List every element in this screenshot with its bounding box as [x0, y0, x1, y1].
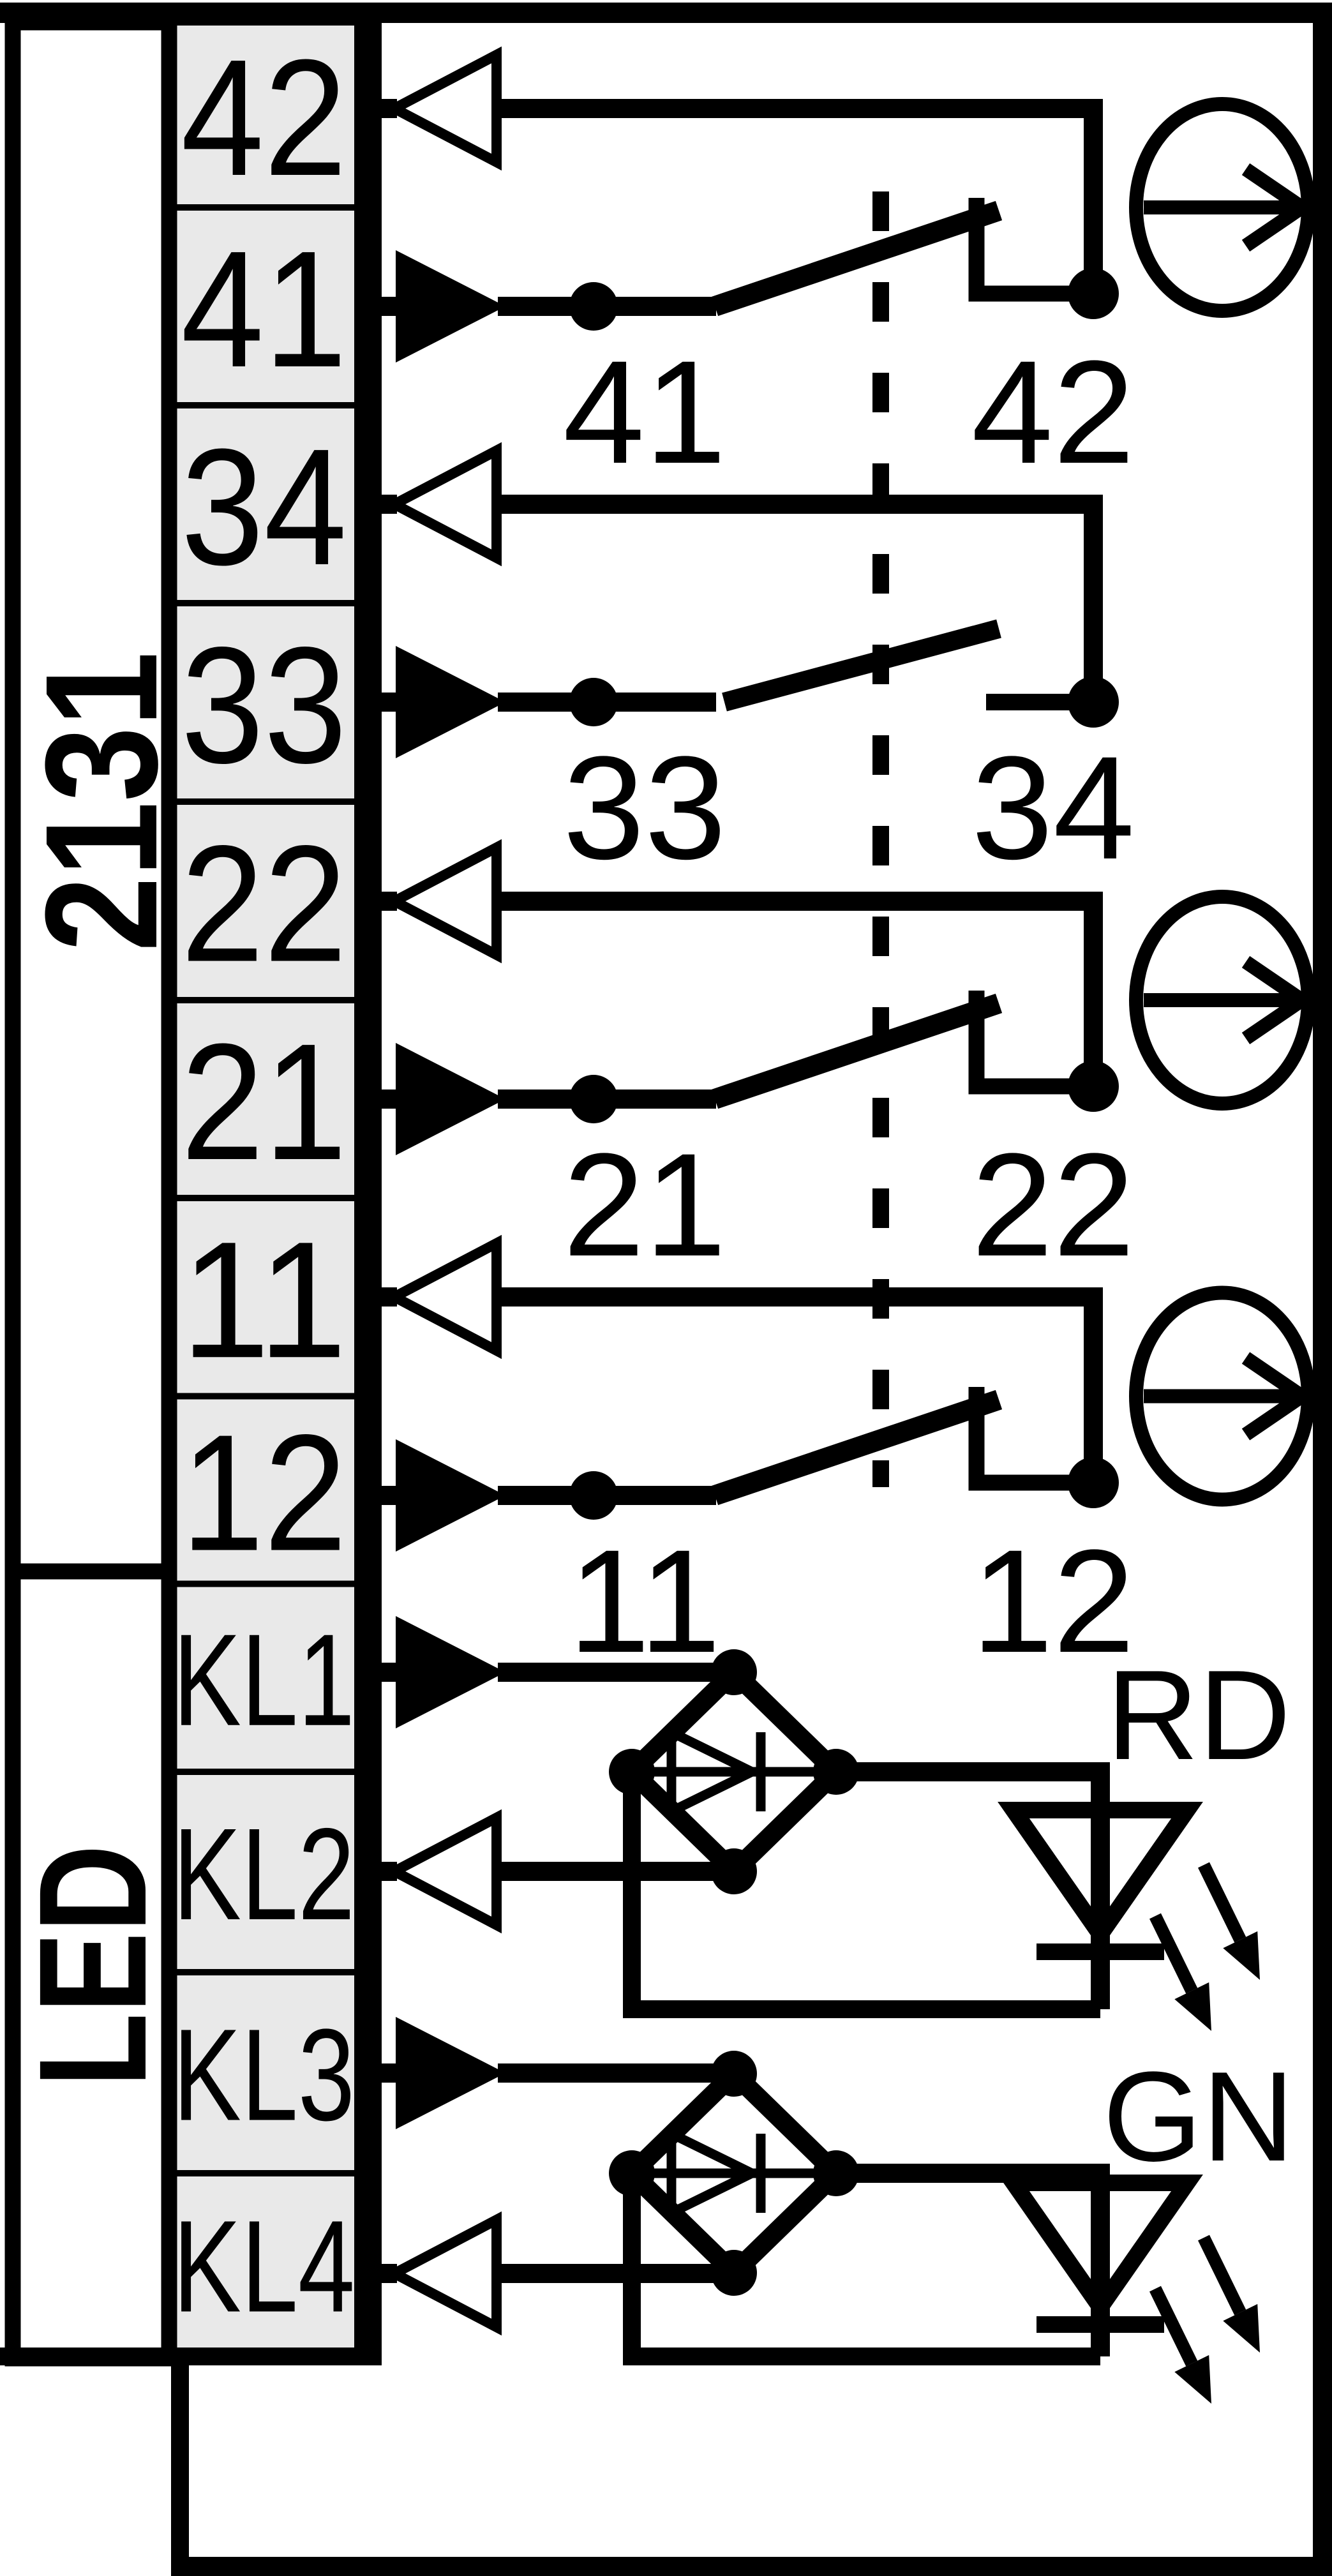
pair-label-11: 11: [569, 1519, 721, 1683]
led-label-RD: RD: [1107, 1644, 1291, 1786]
led-emission-arrow-icon-head: [1223, 2303, 1260, 2353]
led-emission-arrow-icon-shaft: [1149, 2286, 1198, 2367]
block-label-2131: 2131: [12, 652, 190, 952]
block-label-led: LED: [7, 1845, 178, 2087]
led-label-GN: GN: [1103, 2046, 1294, 2188]
contact-12-filled-arrow-icon: [396, 1439, 505, 1552]
terminal-label-KL4: KL4: [173, 2194, 355, 2340]
return-wire-GN: [623, 2173, 1100, 2365]
led-emission-arrow-icon-shaft: [1149, 1913, 1198, 1994]
led-emission-arrow-icon-head: [1174, 1982, 1211, 2031]
pivot-dot-21: [569, 1075, 618, 1123]
contact-42-hollow-arrow-icon: [383, 46, 502, 171]
wire-rail-22: [495, 892, 1103, 1086]
contact-34-hollow-arrow-icon: [383, 442, 502, 567]
terminal-label-34: 34: [181, 415, 347, 600]
forced-opening-hook-42: [968, 198, 1093, 302]
led-KL3-filled-arrow-icon: [396, 2017, 505, 2129]
wire-rail-11: [495, 1287, 1103, 1483]
direction-arrow-barb-bottom: [1241, 1390, 1306, 1441]
terminal-label-KL2: KL2: [173, 1801, 355, 1947]
pivot-dot-33: [569, 678, 618, 726]
led-emission-arrow-icon-head: [1223, 1931, 1260, 1980]
pair-label-12: 12: [971, 1519, 1135, 1683]
led-KL2-hollow-arrow-icon: [383, 1809, 502, 1934]
bridge-diode-triangle-icon: [666, 1724, 763, 1820]
terminal-cell-KL4: [167, 2170, 361, 2358]
led-symbol-RD: [998, 1802, 1203, 1949]
direction-arrow-barb-top: [1241, 955, 1306, 1007]
bridge-dot-top: [711, 1649, 757, 1695]
terminal-label-42: 42: [181, 26, 347, 211]
led-emission-arrow-icon-head: [1174, 2355, 1211, 2404]
wire-rail-34: [495, 495, 1103, 702]
pair-label-21: 21: [563, 1123, 726, 1287]
bridge-diode-triangle-icon: [666, 2125, 763, 2221]
column-bottom-border: [0, 2348, 382, 2365]
terminal-label-KL3: KL3: [173, 2002, 355, 2148]
pair-label-41: 41: [563, 330, 726, 494]
direction-arrow-barb-bottom: [1241, 201, 1306, 252]
contact-blade-12: [711, 1389, 1003, 1506]
direction-arrow-barb-top: [1241, 1352, 1306, 1402]
terminal-label-KL1: KL1: [173, 1607, 355, 1753]
direction-circle-icon: [1129, 97, 1315, 318]
wire-rail-42: [495, 99, 1103, 294]
contact-blade-33: [722, 619, 1001, 712]
pair-label-33: 33: [563, 726, 726, 890]
contact-21-filled-arrow-icon: [396, 1043, 505, 1155]
direction-arrow-barb-top: [1241, 163, 1306, 214]
terminal-label-33: 33: [181, 613, 347, 798]
terminal-column-border: [357, 22, 382, 2355]
led-KL4-hollow-arrow-icon: [383, 2211, 502, 2336]
contact-11-hollow-arrow-icon: [383, 1234, 502, 1359]
led-emission-arrow-icon-shaft: [1198, 2235, 1246, 2316]
bridge-dot-top: [711, 2051, 757, 2097]
contact-41-filled-arrow-icon: [396, 250, 505, 363]
led-emission-arrow-icon-shaft: [1198, 1862, 1246, 1943]
led-KL1-filled-arrow-icon: [396, 1616, 505, 1728]
pivot-dot-41: [569, 282, 618, 331]
led-symbol-GN: [998, 2175, 1203, 2322]
contact-blade-21: [711, 993, 1003, 1109]
forced-opening-hook-22: [968, 991, 1093, 1095]
terminal-label-22: 22: [181, 812, 347, 997]
terminal-label-41: 41: [181, 217, 347, 402]
pivot-dot-12: [569, 1471, 618, 1520]
contact-blade-41: [711, 200, 1003, 317]
terminal-label-21: 21: [181, 1010, 347, 1195]
direction-circle-icon: [1129, 890, 1315, 1111]
terminal-label-11: 11: [181, 1208, 347, 1393]
direction-circle-icon: [1129, 1285, 1315, 1507]
direction-arrow-barb-bottom: [1241, 994, 1306, 1045]
contact-22-hollow-arrow-icon: [383, 839, 502, 964]
bridge-dot-bottom: [711, 1848, 757, 1894]
bridge-dot-bottom: [711, 2250, 757, 2296]
contact-33-filled-arrow-icon: [396, 646, 505, 758]
pair-label-34: 34: [971, 726, 1135, 890]
pair-label-42: 42: [971, 330, 1135, 494]
forced-opening-hook-11: [968, 1387, 1093, 1491]
pair-label-22: 22: [971, 1123, 1135, 1287]
return-wire-RD: [623, 1772, 1100, 2018]
terminal-label-12: 12: [181, 1401, 347, 1586]
